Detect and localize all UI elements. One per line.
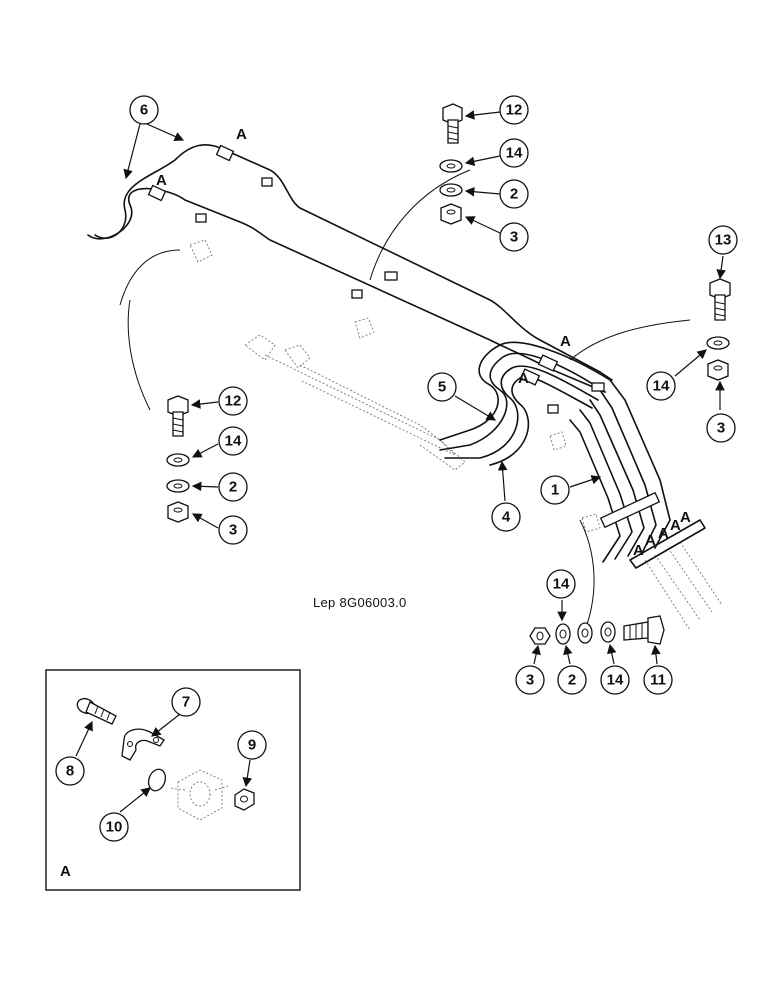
port-block: [169, 769, 229, 821]
callout-13: 13: [708, 225, 738, 255]
callout-12-top: 12: [499, 95, 529, 125]
svg-text:A: A: [560, 333, 571, 350]
bolt-part-8: [76, 697, 117, 725]
callout-7: 7: [171, 687, 201, 717]
svg-text:A: A: [670, 517, 681, 534]
hydraulic-pipes: [87, 144, 706, 569]
svg-text:3: 3: [717, 420, 725, 437]
svg-text:A: A: [658, 525, 669, 542]
bottom-hardware-row: [529, 615, 665, 645]
callout-2-top: 2: [499, 179, 529, 209]
callout-2-bottom: 2: [557, 665, 587, 695]
flange-half-part-7: [121, 728, 165, 761]
svg-text:3: 3: [526, 672, 534, 689]
svg-text:10: 10: [106, 819, 123, 836]
svg-text:3: 3: [510, 229, 518, 246]
callout-3-top: 3: [499, 222, 529, 252]
callout-12-left: 12: [218, 386, 248, 416]
callout-9: 9: [237, 730, 267, 760]
boom-outline: [119, 169, 691, 631]
svg-text:4: 4: [502, 509, 511, 526]
drawing-reference: Lep 8G06003.0: [313, 595, 407, 610]
svg-text:2: 2: [510, 186, 518, 203]
callout-1: 1: [540, 475, 570, 505]
svg-text:A: A: [680, 509, 691, 526]
callout-10: 10: [99, 812, 129, 842]
svg-text:14: 14: [506, 145, 523, 162]
detail-a-box: A 7 8: [45, 669, 301, 891]
callout-14-right: 14: [646, 371, 676, 401]
right-hardware-stack: [706, 278, 731, 381]
o-ring-part-10: [147, 768, 167, 792]
callout-6: 6: [129, 95, 159, 125]
svg-text:A: A: [633, 542, 644, 559]
svg-text:14: 14: [653, 378, 670, 395]
svg-text:2: 2: [568, 672, 576, 689]
pipe-clamps: [147, 144, 661, 529]
nut-part-9: [234, 788, 255, 811]
svg-text:12: 12: [225, 393, 242, 410]
callout-4: 4: [491, 502, 521, 532]
svg-text:9: 9: [248, 737, 256, 754]
callout-3-left: 3: [218, 515, 248, 545]
cylinder-outline: [189, 239, 723, 631]
svg-text:A: A: [518, 370, 529, 387]
callout-11: 11: [643, 665, 673, 695]
callout-3-right: 3: [706, 413, 736, 443]
svg-text:6: 6: [140, 102, 148, 119]
top-hardware-stack: [439, 103, 463, 225]
svg-text:12: 12: [506, 102, 523, 119]
callout-5: 5: [427, 372, 457, 402]
svg-text:14: 14: [553, 576, 570, 593]
svg-text:A: A: [236, 126, 247, 143]
svg-text:A: A: [645, 532, 656, 549]
svg-text:5: 5: [438, 379, 446, 396]
svg-text:2: 2: [229, 479, 237, 496]
callout-14-top: 14: [499, 138, 529, 168]
callout-2-left: 2: [218, 472, 248, 502]
svg-text:14: 14: [607, 672, 624, 689]
svg-text:3: 3: [229, 522, 237, 539]
svg-text:13: 13: [715, 232, 732, 249]
detail-a-label: A: [60, 863, 71, 880]
svg-text:1: 1: [551, 482, 559, 499]
svg-text:8: 8: [66, 763, 74, 780]
callout-14-bottom: 14: [600, 665, 630, 695]
left-hardware-stack: [166, 395, 190, 523]
svg-text:7: 7: [182, 694, 190, 711]
svg-text:A: A: [156, 172, 167, 189]
callout-8: 8: [55, 756, 85, 786]
callout-14-left: 14: [218, 426, 248, 456]
detail-markers: A A A A A A A A A: [156, 126, 691, 559]
svg-text:11: 11: [650, 672, 666, 689]
svg-text:14: 14: [225, 433, 242, 450]
callout-3-bottom: 3: [515, 665, 545, 695]
callout-14-bottom-top: 14: [546, 569, 576, 599]
callout-leaders: [123, 110, 726, 665]
